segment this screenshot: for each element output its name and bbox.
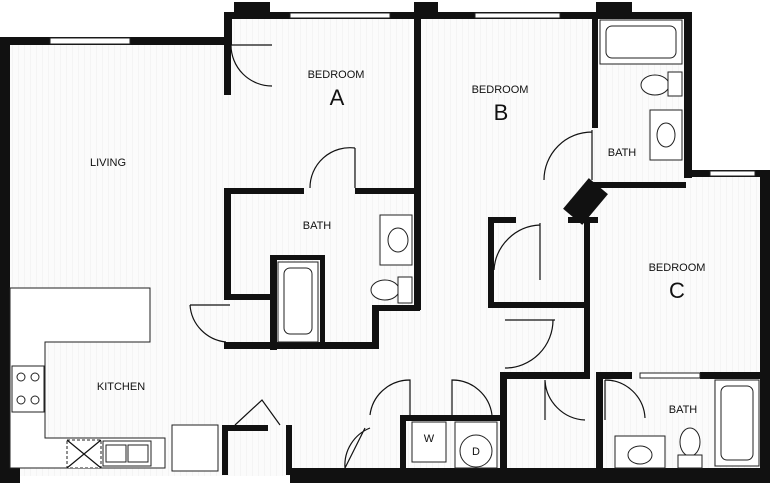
kitchen-label: KITCHEN (97, 381, 145, 393)
windows (49, 12, 756, 379)
room-labels: LIVING BEDROOM A BEDROOM B BATH BATH BED… (90, 69, 705, 458)
toilet-b (640, 74, 670, 96)
bath-c-label: BATH (669, 404, 698, 416)
fixtures (9, 19, 760, 472)
living-label: LIVING (90, 157, 126, 169)
bedroom-c-label: BEDROOM (649, 262, 706, 274)
doors (189, 44, 646, 469)
floor (8, 18, 765, 476)
toilet-c (679, 427, 701, 457)
bedroom-b-letter: B (494, 100, 509, 125)
washer (411, 421, 447, 463)
refrigerator (171, 424, 219, 472)
bedroom-a-label: BEDROOM (308, 69, 365, 81)
bedroom-a-letter: A (330, 85, 345, 110)
dryer-label: D (472, 446, 480, 458)
bath-b-label: BATH (608, 147, 637, 159)
stove (11, 365, 45, 413)
bedroom-b-label: BEDROOM (472, 84, 529, 96)
kitchen-counter (9, 287, 166, 469)
bedroom-c-letter: C (669, 278, 685, 303)
toilet-a (370, 279, 400, 301)
washer-label: W (424, 433, 435, 445)
bath-a-label: BATH (303, 220, 332, 232)
